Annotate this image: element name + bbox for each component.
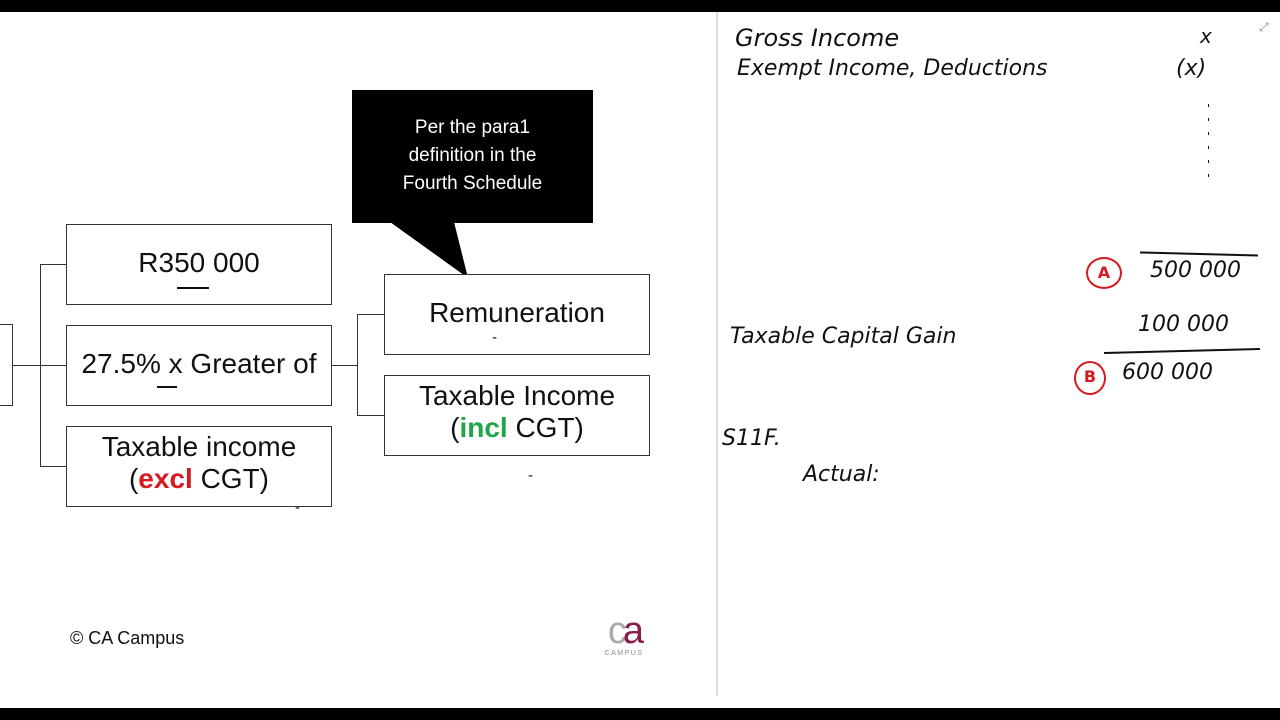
box-rate-text: 27.5% x Greater of	[81, 348, 317, 379]
callout-line: definition in the	[408, 145, 537, 166]
connector-right-bottom	[357, 415, 384, 416]
callout-para1: Per the para1 definition in the Fourth S…	[352, 90, 593, 223]
wb-s11f: S11F.	[722, 426, 781, 451]
connector-left-stub-box	[0, 405, 12, 406]
connector-right-vertical	[357, 314, 358, 416]
box-taxable-income-incl: Taxable Income (incl CGT)	[384, 375, 650, 456]
ca-campus-logo: ca CAMPUS	[600, 612, 648, 657]
box-rate: 27.5% x Greater of	[66, 325, 332, 406]
handwritten-underline	[157, 386, 177, 388]
wb-dotted-line	[1208, 104, 1209, 188]
connector-left-stub-box	[12, 324, 13, 406]
box-r350000: R350 000	[66, 224, 332, 305]
wb-tcg-value: 100 000	[1138, 312, 1229, 337]
wb-value-a: 500 000	[1150, 258, 1241, 283]
top-black-bar	[0, 0, 1280, 12]
connector-left-stub-box	[0, 324, 12, 325]
panel-divider[interactable]	[716, 12, 718, 696]
wb-value-b: 600 000	[1122, 360, 1213, 385]
box-remuneration: Remuneration	[384, 274, 650, 355]
wb-exempt-deductions: Exempt Income, Deductions	[737, 56, 1048, 81]
connector-bottom	[40, 466, 66, 467]
wb-gross-income-value: x	[1200, 24, 1212, 48]
logo-sub: CAMPUS	[604, 650, 644, 657]
wb-rule	[1139, 251, 1259, 257]
taxable-excl-line1: Taxable income	[101, 431, 297, 462]
wb-actual: Actual:	[803, 462, 880, 487]
incl-highlight: incl	[459, 412, 508, 443]
connector-right	[331, 365, 358, 366]
bottom-black-bar	[0, 708, 1280, 720]
dash-mark: -	[528, 468, 534, 484]
wb-label-a: A	[1086, 257, 1122, 289]
box-r350000-text: R350 000	[138, 247, 260, 278]
cgt-text: CGT)	[507, 412, 584, 443]
connector-right-top	[357, 314, 384, 315]
logo-c: c	[607, 610, 627, 652]
dash-mark: -	[492, 330, 498, 346]
expand-icon[interactable]: ⤢	[1259, 20, 1269, 34]
remuneration-text: Remuneration	[429, 297, 605, 328]
connector-top	[40, 264, 66, 265]
wb-gross-income: Gross Income	[735, 24, 900, 52]
dash-mark: -	[295, 500, 301, 516]
paren: (	[450, 412, 460, 443]
wb-exempt-value: (x)	[1176, 56, 1207, 81]
wb-tcg-label: Taxable Capital Gain	[730, 324, 957, 349]
callout-pointer-icon	[390, 222, 468, 278]
callout-line: Per the para1	[414, 117, 531, 138]
logo-a: a	[622, 610, 644, 652]
callout-line: Fourth Schedule	[402, 173, 543, 194]
paren: (	[128, 463, 139, 494]
taxable-incl-line1: Taxable Income	[418, 380, 616, 411]
cgt-text: CGT)	[192, 463, 270, 494]
connector-main	[13, 365, 66, 366]
connector-vertical	[40, 264, 41, 466]
copyright: © CA Campus	[70, 628, 185, 648]
excl-highlight: excl	[138, 463, 193, 494]
wb-rule	[1104, 347, 1260, 355]
wb-label-b: B	[1074, 361, 1106, 395]
box-taxable-income-excl: Taxable income (excl CGT)	[66, 426, 332, 507]
handwritten-underline	[177, 287, 209, 289]
